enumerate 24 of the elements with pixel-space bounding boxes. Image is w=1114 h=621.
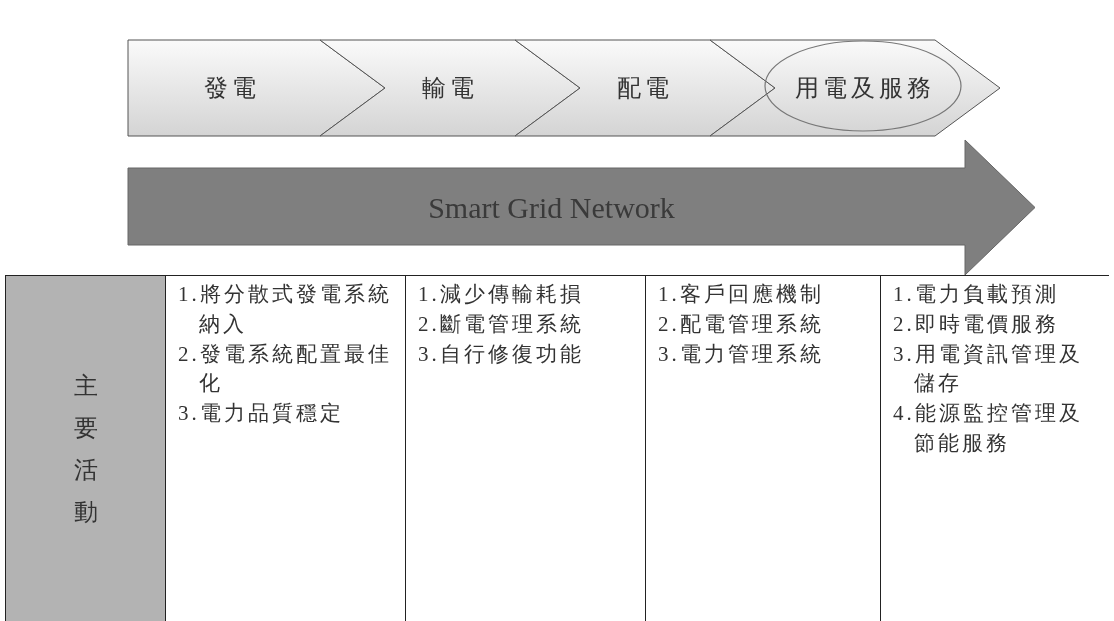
- activity-item: 4.能源監控管理及節能服務: [893, 400, 1084, 458]
- step-label: 配電: [617, 73, 673, 104]
- activity-item: 2.斷電管理系統: [418, 310, 585, 338]
- activity-item: 2.發電系統配置最佳化: [178, 340, 393, 398]
- arrow-label: Smart Grid Network: [428, 190, 675, 225]
- activity-item: 1.減少傳輸耗損: [418, 281, 585, 308]
- activity-item: 2.配電管理系統: [658, 310, 825, 338]
- activity-item: 3.電力品質穩定: [178, 400, 345, 428]
- step-label: 輸電: [422, 73, 478, 104]
- chevron-step: [320, 40, 580, 136]
- activity-item: 1.客戶回應機制: [658, 281, 825, 308]
- chevron-step: [710, 40, 1000, 136]
- chevron-step: [128, 40, 385, 136]
- row-header: 主要活動: [73, 371, 98, 527]
- activity-item: 1.將分散式發電系統納入: [178, 281, 393, 338]
- block-arrow: [128, 140, 1035, 275]
- activity-item: 3.用電資訊管理及儲存: [893, 340, 1084, 398]
- activity-item: 3.自行修復功能: [418, 340, 585, 368]
- activity-item: 3.電力管理系統: [658, 340, 825, 368]
- step-label: 發電: [203, 73, 260, 104]
- chevron-step: [515, 40, 775, 136]
- activity-item: 2.即時電價服務: [893, 310, 1060, 338]
- step-label: 用電及服務: [795, 73, 935, 104]
- activity-item: 1.電力負載預測: [893, 281, 1060, 308]
